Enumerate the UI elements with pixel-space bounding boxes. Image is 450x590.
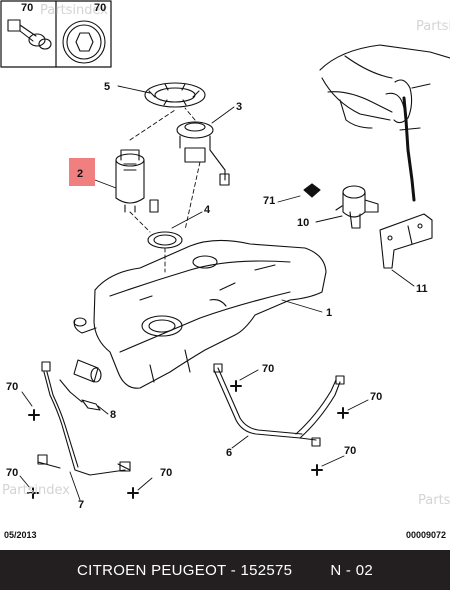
callout-8: 8: [110, 409, 116, 421]
watermark-top-left: Partsindex: [40, 3, 108, 18]
retaining-ring-part-5: [144, 82, 206, 108]
callout-11: 11: [416, 283, 428, 295]
diagram-date: 05/2013: [4, 530, 37, 540]
callout-10: 10: [297, 217, 309, 229]
footer-group-code: N - 02: [330, 561, 373, 579]
callout-70-inset-right: 70: [94, 2, 106, 14]
footer-bar: CITROEN PEUGEOT - 152575 N - 02: [0, 550, 450, 590]
watermark-bottom-right: Parts: [418, 493, 450, 508]
callout-4: 4: [204, 204, 211, 216]
leader-lines: [69, 85, 415, 501]
fuel-tank-part-1: [73, 239, 327, 389]
filler-valve-part-10: [335, 185, 379, 229]
callout-1: 1: [326, 307, 332, 319]
watermark-bottom-left: Partsindex: [2, 483, 70, 498]
fuel-line-part-7: [37, 361, 131, 476]
seal-part-4: [147, 231, 183, 249]
watermark-top-right: Partsi: [416, 19, 450, 34]
callout-3: 3: [236, 101, 242, 113]
callout-70-inset-left: 70: [21, 2, 33, 14]
callout-70-strap-top: 70: [262, 363, 274, 375]
callout-71: 71: [263, 195, 275, 207]
callout-70-left-lower: 70: [6, 467, 18, 479]
nut-icon: [62, 20, 106, 64]
inset-fastener-panel: [0, 0, 112, 68]
fastener-leaders: [19, 369, 369, 491]
fuel-pump-module-part-2: [115, 149, 159, 213]
callout-6: 6: [226, 447, 232, 459]
cap-part-71: [303, 183, 321, 198]
pipe-clip-part-8: [81, 399, 101, 411]
callout-2: 2: [77, 168, 83, 180]
exploded-parts-diagram: Partsindex Partsi Partsindex Parts 70 70…: [0, 0, 450, 511]
callout-70-left-upper: 70: [6, 381, 18, 393]
car-outline: [319, 44, 450, 131]
callout-70-strap-right: 70: [370, 391, 382, 403]
tank-strap-part-6: [213, 363, 345, 447]
callout-7: 7: [78, 499, 84, 511]
locator-pointer: [402, 96, 416, 202]
bracket-part-11: [379, 213, 433, 269]
callout-70-strap-bottom: 70: [344, 445, 356, 457]
assembly-guides: [129, 107, 201, 273]
diagram-number: 00009072: [405, 530, 446, 540]
highlight-box-part-2: [69, 158, 95, 186]
callout-5: 5: [104, 81, 110, 93]
fuel-filter: [73, 359, 102, 383]
callout-70-bottom-center: 70: [160, 467, 172, 479]
fuel-sender-part-3: [176, 121, 230, 186]
footer-brand-part-number: CITROEN PEUGEOT - 152575: [77, 561, 293, 579]
fastener-markers: [27, 380, 349, 499]
bolt-washer-icon: [7, 19, 52, 50]
